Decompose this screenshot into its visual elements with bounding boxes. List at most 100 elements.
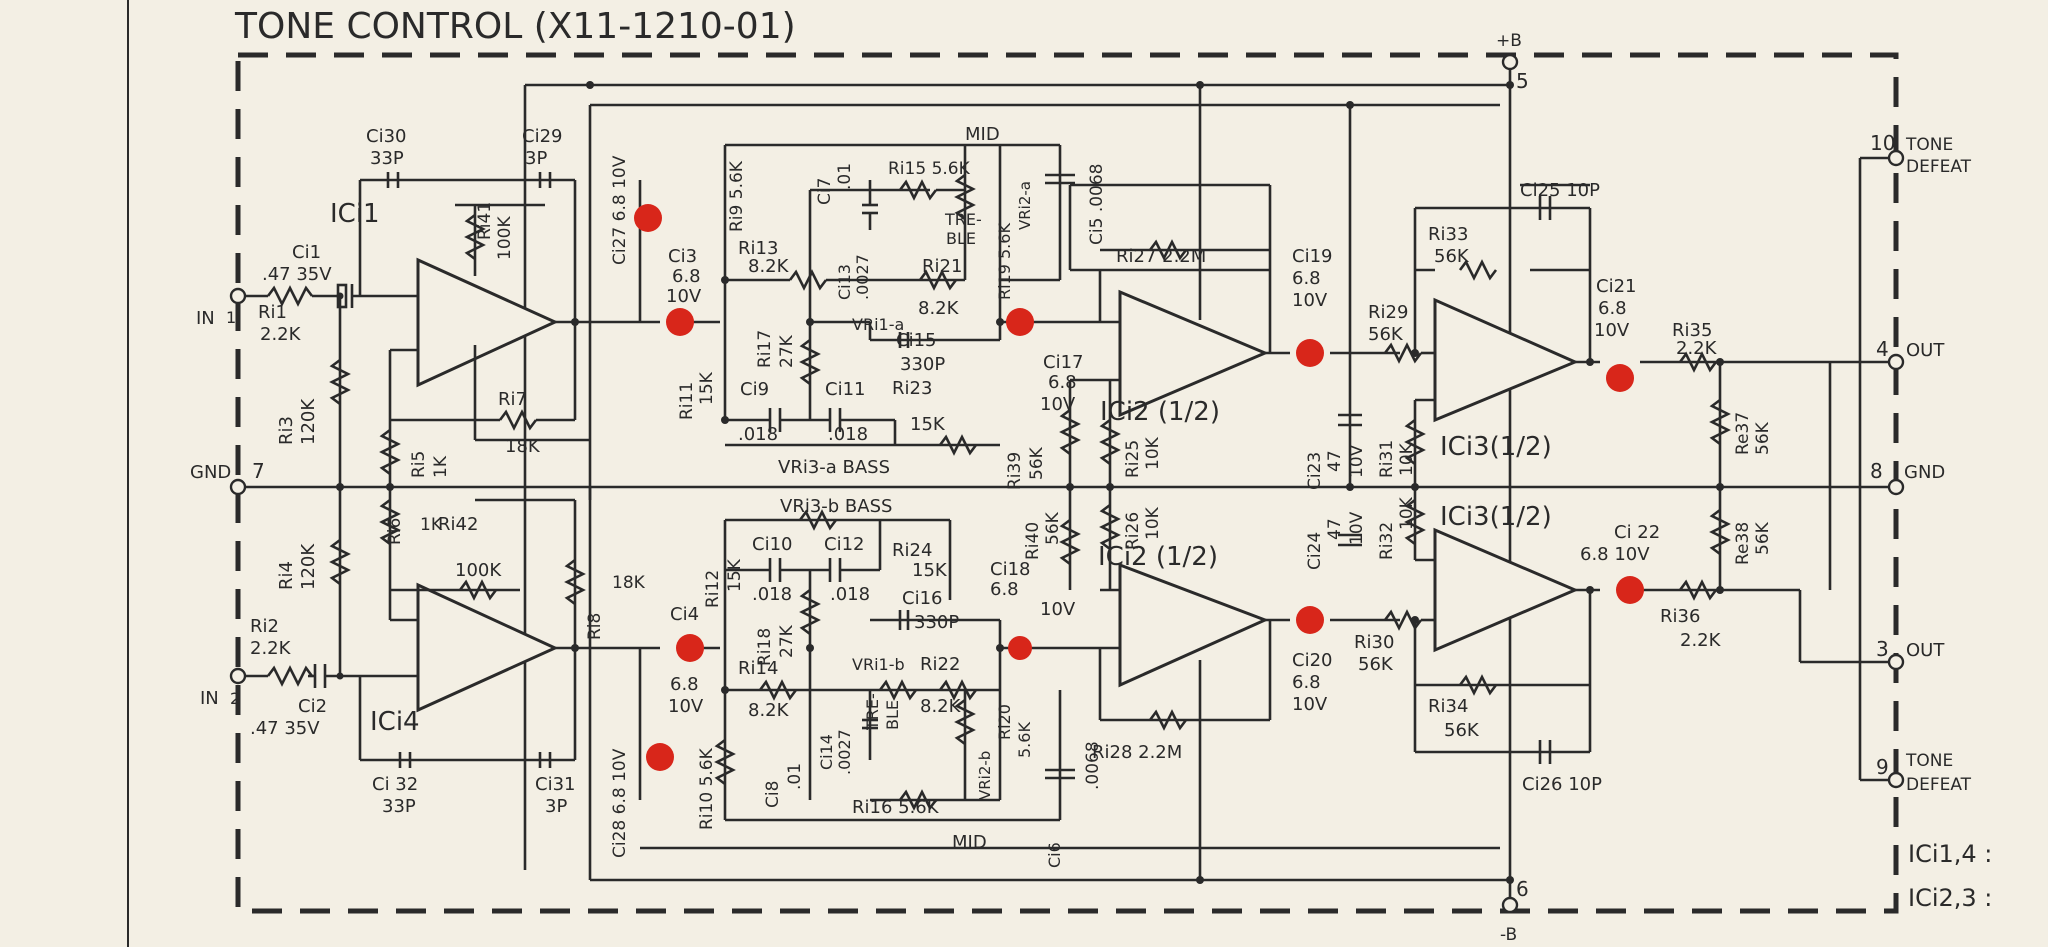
ri21-value: 8.2K [918,298,960,319]
ri22-value: 8.2K [920,696,962,717]
in2-label: IN [200,688,219,709]
ci4-value2: 10V [668,696,704,717]
pin-4-label: 4 [1876,337,1889,361]
ri8-value: 18K [612,573,646,593]
ri33-value: 56K [1434,246,1470,267]
re38-value: 56K [1753,521,1773,555]
re37-label: Re37 [1733,412,1753,455]
in1-terminal [229,287,247,305]
ci27-marker [634,204,662,232]
ri29-value: 56K [1368,324,1404,345]
pin-6-label: 6 [1516,877,1529,901]
ci22-marker [1616,576,1644,604]
right-terminals [1858,149,1905,789]
gnd-right-terminal [1887,478,1905,496]
ri23-label: Ri23 [892,378,932,399]
ri41-value: 100K [495,216,515,260]
pin-9-label: 9 [1876,755,1889,779]
ri18-value: 27K [777,624,797,658]
ri6-value: 1K [420,515,443,535]
ci21-value1: 6.8 [1598,298,1627,319]
ri12-label: Ri12 [703,570,723,608]
ri3-value: 120K [298,398,319,445]
ri13-label: Ri13 [738,238,778,259]
ri11-label: Ri11 [677,382,697,420]
ci32-value: 33P [382,796,416,817]
ci32-label: Ci 32 [372,774,418,795]
lower-amp-section [1059,362,1905,880]
ci22-label: Ci 22 [1614,522,1660,543]
ci24-value2: 10V [1347,511,1367,545]
ri39-label: Ri39 [1005,452,1025,490]
vri2a-label: VRi2-a [1016,181,1034,230]
ci27-label: Ci27 6.8 10V [610,155,630,265]
treble-top-label: TRE- [944,210,982,229]
ci23-value2: 10V [1347,444,1367,478]
treble-top-label2: BLE [946,229,976,248]
gnd-left-label: GND [190,462,231,483]
treble-bot-label: TRE- [863,693,882,731]
ri20-value: 5.6K [1015,722,1034,758]
ic1-label: ICi1 [330,199,380,229]
ci6-value: .0068 [1083,741,1103,790]
ri15-label: Ri15 5.6K [888,159,971,179]
ri5-value: 1K [431,455,451,478]
ci4-marker [676,634,704,662]
ci19-value1: 6.8 [1292,268,1321,289]
ri28-label: Ri28 2.2M [1092,742,1182,763]
ci21-label: Ci21 [1596,276,1636,297]
ri35-value: 2.2K [1676,338,1718,359]
lower-tone-network [638,509,1100,822]
ci6-label: Ci6 [1045,842,1064,868]
ri34-label: Ri34 [1428,696,1468,717]
ri23-value: 15K [910,414,946,435]
ri42-value: 100K [455,560,502,581]
ri16-label: Ri16 5.6K [852,797,940,818]
ci29-value: 3P [525,148,547,169]
ci29-label: Ci29 [522,126,562,147]
ri27-label: Ri27 2.2M [1116,246,1206,267]
ci13-value: .0027 [853,254,872,300]
ci17-label: Ci17 [1043,352,1083,373]
tone-defeat-bot-terminal [1887,771,1905,789]
ri36-label: Ri36 [1660,606,1700,627]
out3-terminal [1887,653,1905,671]
ri13-value: 8.2K [748,256,790,277]
ci25-label: Ci25 10P [1520,180,1600,201]
ci18-value1: 6.8 [990,579,1019,600]
re37-value: 56K [1753,421,1773,455]
ri34-value: 56K [1444,720,1480,741]
ci4-value1: 6.8 [670,674,699,695]
ci13-label: Ci13 [835,264,854,300]
ci12-value: .018 [830,584,870,605]
ic2b-label: ICi2 (1/2) [1098,542,1218,572]
ci19-label: Ci19 [1292,246,1332,267]
gnd-left-terminal [229,478,247,496]
ci12-label: Ci12 [824,534,864,555]
ri30-value: 56K [1358,654,1394,675]
treble-bot-label2: BLE [883,700,902,730]
ri39-value: 56K [1027,446,1047,480]
ci15-label: Ci15 [896,330,936,351]
ri7-value: 18K [505,436,541,457]
gnd-right-label: GND [1904,462,1945,483]
ri1-value: 2.2K [260,324,302,345]
ci14-value: .0027 [835,729,854,775]
in1-label: IN [196,308,215,329]
ci23-value1: 47 [1325,450,1345,472]
pin-5-label: 5 [1516,69,1529,93]
tone-defeat-bot-1: TONE [1905,751,1953,771]
ri31-value: 10K [1397,442,1417,476]
ri25-label: Ri25 [1123,440,1143,478]
vri3a-label: VRi3-a BASS [778,457,890,478]
ci7-label: Ci7 [815,178,835,205]
ri20-label: Ri20 [995,704,1014,740]
ic4-opamp [416,582,559,713]
ci1-label: Ci1 [292,242,321,263]
minus-b-terminal [1501,896,1519,914]
ri4-value: 120K [298,543,319,590]
ci28-marker [646,743,674,771]
vri2b-label: VRi2-b [976,751,994,800]
ri6-label: Ri6 [385,518,405,545]
